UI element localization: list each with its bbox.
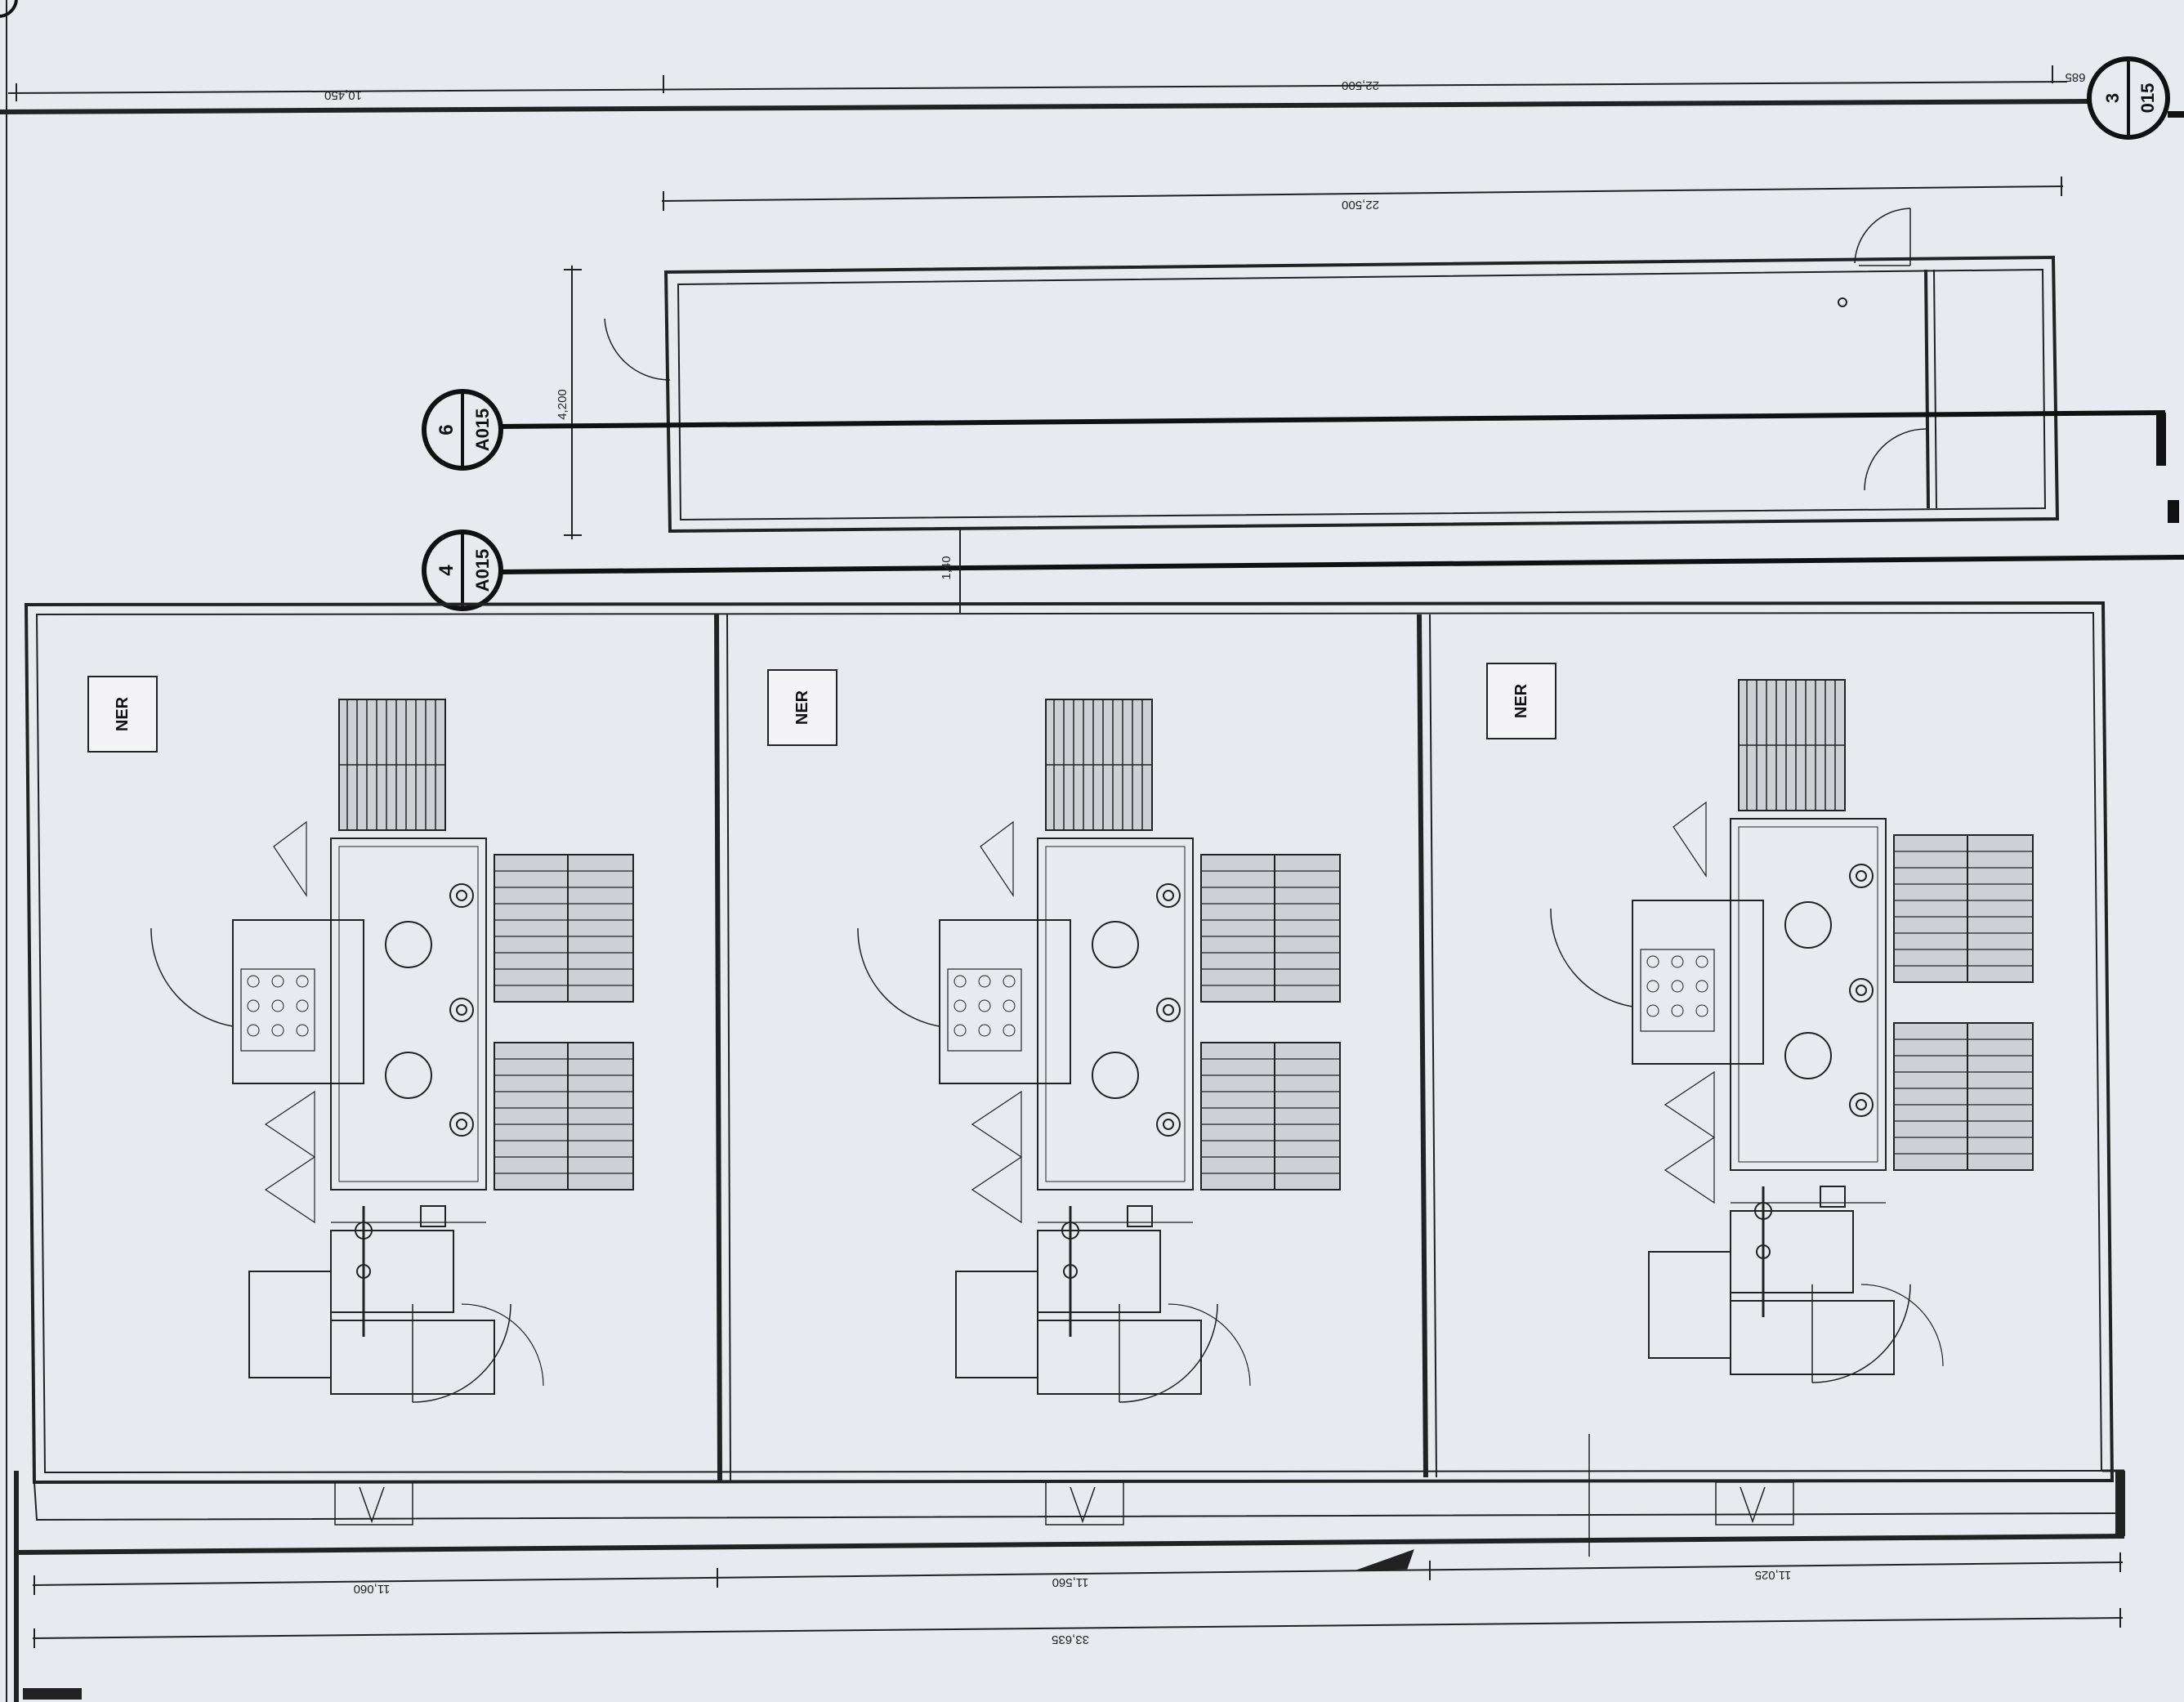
bay-3-ner-box bbox=[1486, 663, 1556, 739]
section-line-6 bbox=[422, 389, 2166, 471]
main-building bbox=[14, 601, 2125, 1702]
room-length-dimension bbox=[661, 176, 2064, 211]
dim-gap: 1,40 bbox=[940, 556, 954, 579]
small-room bbox=[604, 208, 2060, 534]
dim-overall: 33,635 bbox=[1052, 1633, 1089, 1646]
dim-bay-2: 11,560 bbox=[1052, 1575, 1089, 1589]
section-marker-3-sheet: 015 bbox=[2137, 83, 2158, 114]
dim-room-length: 22,500 bbox=[1342, 198, 1379, 212]
bay-dimension-line bbox=[32, 1552, 2124, 1595]
bay-3-ner-label: NER bbox=[1512, 683, 1530, 718]
bay-2-transformer bbox=[856, 698, 1342, 1404]
section-marker-6-number: 6 bbox=[435, 424, 458, 435]
section-marker-3-number: 3 bbox=[2102, 93, 2123, 103]
bay-1: NER bbox=[87, 676, 635, 1404]
bay-3: NER bbox=[1486, 663, 2034, 1384]
section-marker-3 bbox=[2087, 56, 2184, 140]
section-line-4 bbox=[422, 500, 2184, 611]
bay-1-ner-box bbox=[87, 676, 158, 753]
section-marker-4-sheet: A015 bbox=[472, 549, 493, 592]
section-marker-4-number: 4 bbox=[435, 565, 458, 576]
room-depth-dimension bbox=[564, 266, 582, 539]
section-marker-6-sheet: A015 bbox=[472, 409, 493, 452]
dim-top-left: 10,450 bbox=[324, 88, 362, 102]
bay-1-transformer bbox=[150, 698, 635, 1404]
dim-bay-3: 11,025 bbox=[1755, 1568, 1792, 1582]
bay-2-ner-box bbox=[767, 669, 837, 746]
bay-3-transformer bbox=[1549, 678, 2034, 1384]
dim-top-middle: 22,500 bbox=[1342, 78, 1379, 92]
bay-2: NER bbox=[767, 669, 1342, 1404]
dim-room-depth: 4,200 bbox=[556, 389, 569, 420]
top-dimension-line bbox=[0, 65, 2088, 114]
dim-bay-1: 11,060 bbox=[354, 1582, 391, 1596]
dim-top-right: 685 bbox=[2065, 70, 2085, 84]
overall-dimension-line bbox=[32, 1608, 2124, 1648]
bay-2-ner-label: NER bbox=[793, 690, 811, 725]
bay-1-ner-label: NER bbox=[114, 696, 132, 731]
corner-marker bbox=[0, 0, 18, 18]
